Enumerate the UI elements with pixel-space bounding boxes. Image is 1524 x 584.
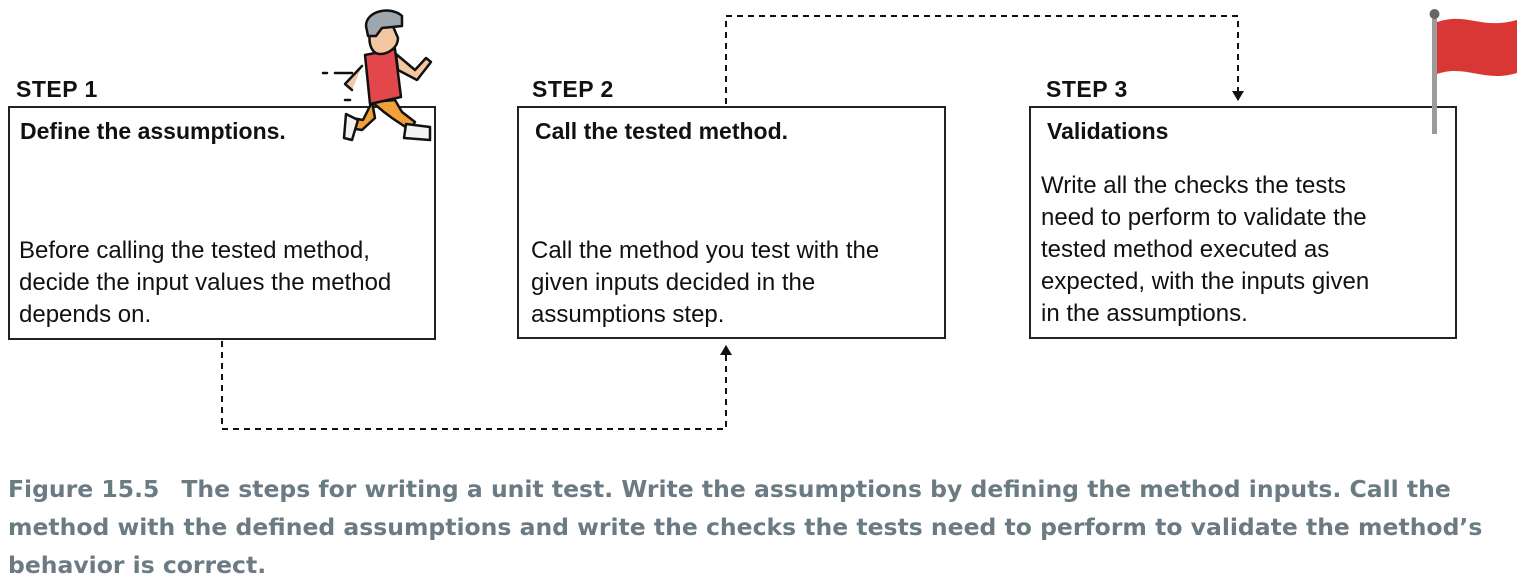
figure-number: Figure 15.5 [8, 475, 160, 503]
step-2-title: Call the tested method. [535, 118, 789, 144]
step-3-title: Validations [1047, 118, 1169, 144]
step-2-box: Call the tested method. Call the method … [517, 106, 946, 339]
diagram-overlay [221, 9, 1517, 430]
step-1-label: STEP 1 [16, 76, 98, 102]
connector-step1-to-step2 [221, 341, 732, 430]
step-1-title: Define the assumptions. [20, 118, 286, 144]
step-2-label: STEP 2 [532, 76, 614, 102]
step-1-box: Define the assumptions. Before calling t… [8, 106, 436, 340]
caption-text: The steps for writing a unit test. Write… [8, 475, 1483, 579]
connector-step2-to-step3 [725, 15, 1244, 104]
step-1-description: Before calling the tested method, decide… [19, 237, 392, 328]
step-3-label: STEP 3 [1046, 76, 1128, 102]
step-2-description: Call the method you test with the given … [531, 237, 880, 328]
red-flag-icon [1429, 9, 1517, 134]
running-person-icon [321, 9, 433, 142]
step-3-box: Validations Write all the checks the tes… [1029, 106, 1457, 339]
step-3-description: Write all the checks the tests need to p… [1041, 172, 1370, 327]
